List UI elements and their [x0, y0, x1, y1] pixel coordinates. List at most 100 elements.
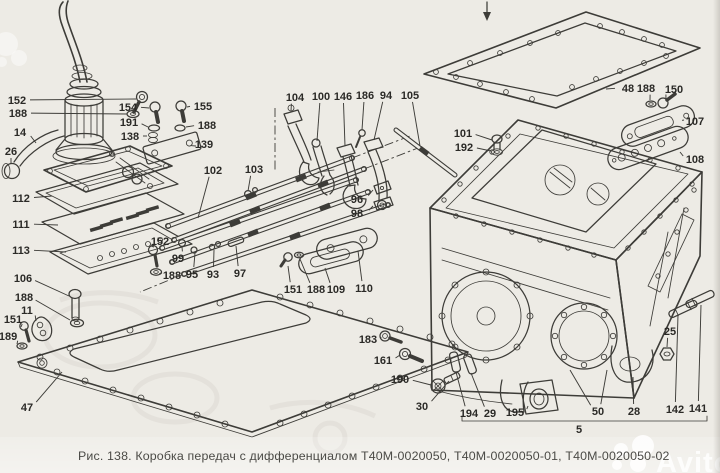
part-label-98: 98 [351, 208, 363, 220]
part-label-94: 94 [380, 90, 393, 102]
part-label-110: 110 [355, 283, 373, 295]
leader-line [247, 175, 252, 192]
cover-plate-107 [621, 105, 695, 147]
fork-100 [311, 138, 335, 196]
lock-arm-14 [13, 129, 65, 167]
figure-caption: Рис. 138. Коробка передач с дифференциал… [78, 449, 670, 463]
part-label-48: 48 [622, 83, 634, 95]
leader-line [33, 249, 67, 253]
gearbox-housing [429, 119, 703, 415]
leader-line [357, 250, 363, 282]
direction-arrow-icon [483, 1, 491, 21]
part-label-107: 107 [686, 116, 704, 128]
part-label-5: 5 [576, 424, 582, 436]
lock-plate-139 [142, 131, 202, 165]
part-label-195: 195 [506, 407, 524, 419]
detent-pins [177, 186, 259, 254]
leader-line [33, 223, 59, 226]
mounting-foot [519, 379, 559, 415]
part-label-150: 150 [665, 84, 683, 96]
part-label-188: 188 [637, 83, 655, 95]
leader-line [287, 265, 291, 283]
leader-line [324, 267, 331, 283]
leader-line [526, 405, 529, 410]
leader-line [600, 369, 608, 405]
bolt-161 [398, 347, 424, 363]
leader-line [235, 245, 239, 267]
plate-47-bolt-holes [36, 293, 456, 428]
leader-line [679, 151, 684, 157]
leader-line [29, 98, 137, 101]
pad-96 [373, 180, 392, 195]
part-label-113: 113 [12, 245, 30, 257]
pin-186 [355, 129, 366, 148]
bolt-183 [379, 330, 403, 344]
part-label-29: 29 [484, 408, 496, 420]
part-label-105: 105 [401, 90, 419, 102]
shift-rails [158, 154, 392, 278]
washer-188-bolt-150 [645, 92, 677, 109]
part-label-191: 191 [120, 117, 138, 129]
part-label-26: 26 [5, 146, 17, 158]
top-cover-gasket [423, 1, 701, 109]
leader-line [674, 314, 679, 403]
part-label-186: 186 [356, 90, 374, 102]
part-label-95: 95 [186, 269, 198, 281]
leader-line [412, 101, 421, 147]
leader-line [316, 102, 321, 142]
part-label-106: 106 [14, 273, 32, 285]
part-label-194: 194 [460, 408, 479, 420]
part-label-188: 188 [198, 120, 216, 132]
leader-line [35, 299, 71, 321]
cover-plate-stack [35, 162, 193, 275]
part-label-102: 102 [204, 165, 222, 177]
latch-11 [31, 316, 53, 342]
part-label-109: 109 [327, 284, 345, 296]
leader-line [299, 258, 311, 283]
leader-line [150, 245, 155, 248]
part-label-50: 50 [592, 406, 604, 418]
stud-142 [668, 299, 698, 319]
part-label-30: 30 [416, 401, 428, 413]
part-label-108: 108 [686, 154, 704, 166]
part-label-152: 152 [8, 95, 26, 107]
leader-line [368, 205, 374, 211]
part-label-28: 28 [628, 406, 640, 418]
pin-194 [448, 351, 462, 373]
part-label-146: 146 [334, 91, 352, 103]
leader-line [569, 369, 592, 406]
part-label-188: 188 [9, 108, 27, 120]
leader-line [431, 380, 450, 402]
leader-line [395, 354, 401, 359]
part-label-99: 99 [172, 253, 184, 265]
leader-line [476, 147, 492, 152]
part-label-152: 152 [151, 236, 169, 248]
part-label-183: 183 [359, 334, 377, 346]
leader-line [361, 101, 365, 131]
part-label-103: 103 [245, 164, 263, 176]
part-label-161: 161 [374, 355, 392, 367]
part-label-141: 141 [689, 403, 707, 415]
part-label-25: 25 [664, 326, 676, 338]
caption-band [0, 437, 720, 473]
part-labels: 1521881426112111113106188111511894715419… [0, 83, 707, 436]
part-label-151: 151 [284, 284, 302, 296]
leader-line [33, 195, 53, 198]
leader-line [666, 337, 669, 348]
corner-watermark-ghost-icon [0, 32, 27, 67]
leader-line [373, 101, 384, 141]
pin-29 [463, 353, 477, 375]
part-label-188: 188 [163, 270, 181, 282]
pin-30 [443, 371, 461, 385]
part-label-139: 139 [195, 139, 213, 151]
part-label-142: 142 [666, 404, 684, 416]
rod-105 [393, 127, 458, 178]
leader-line [632, 376, 635, 405]
bolt-101-washer-192 [491, 134, 503, 156]
bolt-151-washer-188-mid [279, 251, 305, 268]
leader-line [30, 112, 128, 115]
part-label-151: 151 [4, 314, 22, 326]
leader-line [35, 371, 63, 403]
